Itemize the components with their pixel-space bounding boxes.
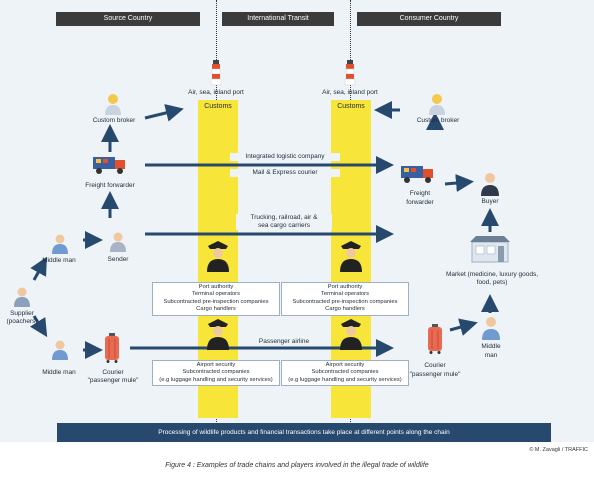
middle-man-right-label-1: Middle bbox=[481, 343, 501, 350]
airport-security-box-left: Airport security Subcontracted companies… bbox=[152, 360, 280, 387]
port-label-left: Air, sea, inland port bbox=[188, 89, 244, 96]
arrow-supplier-to-middleman-top bbox=[30, 256, 47, 281]
freight-forwarder-right-label-1: Freight bbox=[409, 190, 431, 197]
route-trucking-label-2: sea cargo carriers bbox=[236, 222, 332, 230]
credit-text: © M. Zavagli / TRAFFIC bbox=[529, 447, 588, 453]
box-line: (e.g luggage handling and security servi… bbox=[159, 376, 273, 383]
customs-officer-icon bbox=[340, 319, 362, 350]
header-international-transit: International Transit bbox=[222, 12, 334, 26]
box-line: (e.g luggage handling and security servi… bbox=[288, 376, 402, 383]
customs-officer-icon bbox=[207, 319, 229, 350]
arrow-supplier-to-middleman-bottom bbox=[30, 315, 48, 338]
lighthouse-icon bbox=[344, 60, 356, 86]
header-consumer-country: Consumer Country bbox=[357, 12, 501, 26]
truck-icon bbox=[93, 157, 125, 174]
lighthouse-icon bbox=[210, 60, 222, 86]
box-line: Terminal operators bbox=[320, 291, 369, 298]
port-authority-box-right: Port authority Terminal operators Subcon… bbox=[281, 282, 409, 316]
courier-left-label-1: Courier bbox=[102, 369, 124, 376]
market-label-1: Market (medicine, luxury goods, bbox=[445, 271, 539, 278]
route-trucking-label-1: Trucking, railroad, air & bbox=[236, 214, 332, 222]
person-icon bbox=[110, 232, 126, 252]
suitcase-icon bbox=[428, 324, 442, 354]
box-line: Port authority bbox=[327, 284, 363, 290]
courier-left-label-2: "passenger mule" bbox=[87, 377, 139, 384]
buyer-label: Buyer bbox=[481, 198, 499, 205]
box-line: Subcontracted companies bbox=[311, 369, 379, 376]
figure-caption: Figure 4 : Examples of trade chains and … bbox=[165, 462, 429, 469]
port-authority-box-left: Port authority Terminal operators Subcon… bbox=[152, 282, 280, 316]
footer-banner: Processing of wildlife products and fina… bbox=[57, 423, 551, 442]
customs-officer-icon bbox=[340, 241, 362, 272]
person-icon bbox=[481, 173, 499, 196]
person-icon bbox=[52, 340, 68, 360]
freight-forwarder-left-label: Freight forwarder bbox=[85, 182, 135, 189]
diagram-canvas: Source Country International Transit Con… bbox=[0, 0, 594, 442]
market-label-2: food, pets) bbox=[476, 279, 508, 286]
sender-label: Sender bbox=[107, 256, 129, 263]
person-icon bbox=[482, 317, 500, 340]
arrow-broker-to-customs-left bbox=[144, 104, 184, 122]
port-label-right: Air, sea, inland port bbox=[322, 89, 378, 96]
person-icon bbox=[14, 287, 30, 307]
customs-label-right: Customs bbox=[337, 103, 365, 110]
route-passenger-label: Passenger airline bbox=[246, 338, 322, 346]
custom-broker-left-label: Custom broker bbox=[92, 117, 136, 124]
box-line: Cargo handlers bbox=[325, 306, 365, 313]
supplier-label-1: Supplier bbox=[10, 310, 34, 317]
customs-officer-icon bbox=[207, 241, 229, 272]
courier-right-label-1: Courier bbox=[424, 362, 446, 369]
courier-right-label-2: "passenger mule" bbox=[409, 371, 461, 378]
person-icon bbox=[429, 94, 445, 115]
arrow-courier-to-middleman-right bbox=[449, 318, 478, 336]
route-integrated-label-1: Integrated logistic company bbox=[230, 153, 340, 161]
box-line: Airport security bbox=[325, 362, 365, 368]
middle-man-right-label-2: man bbox=[484, 352, 498, 359]
customs-label-left: Customs bbox=[204, 103, 232, 110]
freight-forwarder-right-label-2: forwarder bbox=[406, 199, 434, 206]
box-line: Subcontracted companies bbox=[182, 369, 250, 376]
box-line: Terminal operators bbox=[191, 291, 240, 298]
person-icon bbox=[105, 94, 121, 115]
middle-man-top-label: Middle man bbox=[42, 257, 76, 264]
box-line: Subcontracted pre-inspection companies bbox=[292, 298, 398, 305]
box-line: Airport security bbox=[196, 362, 236, 368]
airport-security-box-right: Airport security Subcontracted companies… bbox=[281, 360, 409, 387]
header-source-country: Source Country bbox=[56, 12, 200, 26]
truck-icon bbox=[401, 166, 433, 183]
middle-man-bottom-label: Middle man bbox=[42, 369, 76, 376]
supplier-label-2: (poachers) bbox=[6, 318, 38, 325]
suitcase-icon bbox=[105, 333, 119, 363]
person-icon bbox=[52, 234, 68, 254]
custom-broker-right-label: Custom broker bbox=[416, 117, 460, 124]
box-line: Port authority bbox=[198, 284, 234, 290]
box-line: Cargo handlers bbox=[196, 306, 236, 313]
market-icon bbox=[470, 236, 510, 263]
box-line: Subcontracted pre-inspection companies bbox=[163, 298, 269, 305]
arrow-forwarder-to-buyer bbox=[444, 174, 474, 193]
route-integrated-label-2: Mail & Express courier bbox=[230, 169, 340, 177]
